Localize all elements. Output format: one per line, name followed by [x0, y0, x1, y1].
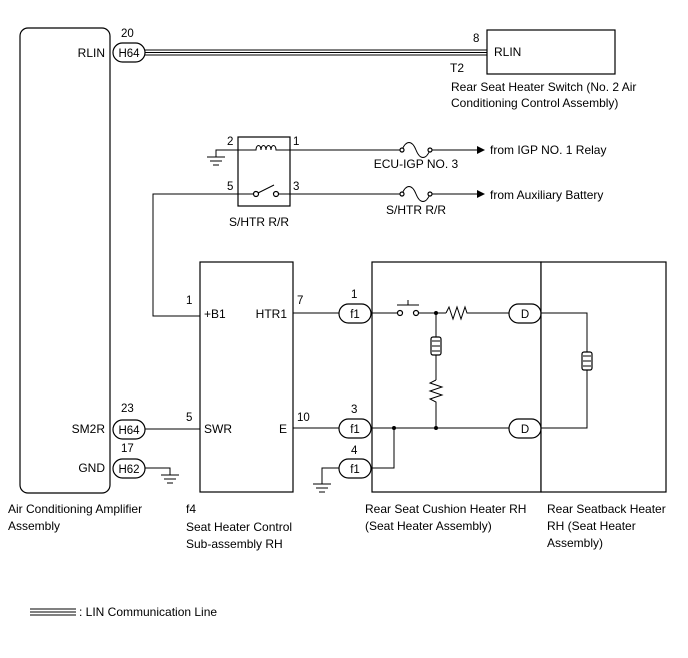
ctrl-pin-htr1: HTR1 — [256, 307, 288, 321]
connector-h62-gnd-text: H62 — [118, 464, 139, 476]
seatback-heater-box — [540, 261, 667, 493]
f1-ground — [313, 467, 339, 493]
pin-number-amp-sm2r: 23 — [121, 403, 134, 415]
pin-number-relay-1: 1 — [293, 136, 299, 148]
connector-f1-pin3-text: f1 — [350, 424, 360, 436]
cushion-label-line2: (Seat Heater Assembly) — [365, 519, 492, 533]
pin-number-ctrl-e: 10 — [297, 412, 310, 424]
legend-lin-label: : LIN Communication Line — [79, 605, 217, 619]
connector-h64-sm2r: H64 — [112, 419, 146, 440]
seatback-label-line1: Rear Seatback Heater — [547, 502, 666, 516]
connector-f1-pin3: f1 — [338, 418, 372, 439]
pin-number-f1-1: 1 — [351, 289, 357, 301]
connector-d-top: D — [508, 303, 542, 324]
switch-label-line1: Rear Seat Heater Switch (No. 2 Air — [451, 80, 636, 94]
connector-h64-sm2r-text: H64 — [118, 425, 140, 437]
ctrl-pin-swr: SWR — [204, 422, 232, 436]
pin-number-ctrl-b1: 1 — [186, 295, 192, 307]
amp-ground — [145, 467, 179, 484]
relay-name: S/HTR R/R — [229, 215, 289, 229]
source-aux-battery: from Auxiliary Battery — [490, 188, 603, 202]
connector-f1-pin1: f1 — [338, 303, 372, 324]
relay-to-b1-wire — [152, 193, 238, 317]
pin-number-ctrl-htr1: 7 — [297, 295, 303, 307]
fuse-shtr-symbol — [401, 186, 431, 202]
igp-feed-wire: ECU-IGP NO. 3 from IGP NO. 1 Relay — [290, 142, 606, 171]
connector-h62-gnd: H62 — [112, 458, 146, 479]
seat-heater-control-subassembly: +B1 HTR1 SWR E 1 7 5 10 f4 Seat Heater C… — [186, 261, 310, 551]
cushion-heater-resistor-vertical — [428, 379, 444, 428]
lin-communication-line — [145, 49, 487, 56]
ac-amp-label-line1: Air Conditioning Amplifier — [8, 502, 142, 516]
connector-h64-rlin: H64 — [112, 42, 146, 63]
cushion-heater-resistor-top — [445, 305, 509, 321]
rear-seat-cushion-heater: D D Rear Seat Cushion Heater RH (Seat He… — [365, 261, 542, 533]
cushion-heater-box — [371, 261, 542, 493]
cushion-label-line1: Rear Seat Cushion Heater RH — [365, 502, 526, 516]
ac-amplifier-assembly: RLIN SM2R GND Air Conditioning Amplifier… — [8, 27, 142, 533]
ac-amp-pin-rlin: RLIN — [78, 46, 105, 60]
ctrl-label-line2: Sub-assembly RH — [186, 537, 283, 551]
pin-number-relay-3: 3 — [293, 181, 299, 193]
fuse-ecu-igp-label: ECU-IGP NO. 3 — [374, 157, 459, 171]
seatback-label-line3: Assembly) — [547, 536, 603, 550]
ac-amp-pin-sm2r: SM2R — [72, 422, 106, 436]
seat-heater-control-box — [199, 261, 294, 493]
pin-number-amp-gnd: 17 — [121, 443, 134, 455]
relay-coil — [238, 145, 290, 151]
source-igp-relay: from IGP NO. 1 Relay — [490, 143, 606, 157]
aux-feed-wire: S/HTR R/R from Auxiliary Battery — [290, 186, 603, 217]
rear-seat-heater-switch: RLIN 8 T2 Rear Seat Heater Switch (No. 2… — [450, 29, 636, 110]
legend-lin-symbol — [30, 608, 76, 616]
rear-seatback-heater: Rear Seatback Heater RH (Seat Heater Ass… — [540, 261, 667, 550]
connector-h64-rlin-text: H64 — [118, 48, 140, 60]
pin-number-f1-3: 3 — [351, 404, 357, 416]
shtr-relay-box — [237, 136, 291, 207]
switch-label-line2: Conditioning Control Assembly) — [451, 96, 618, 110]
ctrl-label-line1: Seat Heater Control — [186, 520, 292, 534]
ctrl-connector-code: f4 — [186, 502, 196, 516]
connector-d-top-text: D — [521, 309, 529, 321]
legend: : LIN Communication Line — [30, 605, 217, 619]
relay-contact-arm — [257, 184, 275, 194]
seatback-label-line2: RH (Seat Heater — [547, 519, 636, 533]
ac-amplifier-body — [19, 27, 111, 494]
shtr-relay: S/HTR R/R 2 1 5 3 — [227, 136, 299, 229]
rear-seat-heater-switch-box — [486, 29, 616, 75]
ac-amp-label-line2: Assembly — [8, 519, 60, 533]
ctrl-pin-b1: +B1 — [204, 307, 226, 321]
relay-ground — [207, 149, 238, 166]
pin-number-relay-2: 2 — [227, 136, 233, 148]
pin-number-switch-rlin: 8 — [473, 33, 479, 45]
pin-number-f1-4: 4 — [351, 445, 358, 457]
connector-d-bottom-text: D — [521, 424, 529, 436]
connector-f1-pin4: f1 — [338, 458, 372, 479]
pin-number-amp-rlin: 20 — [121, 28, 134, 40]
connector-f1-pin1-text: f1 — [350, 309, 360, 321]
pin-number-ctrl-swr: 5 — [186, 412, 192, 424]
connector-d-bottom: D — [508, 418, 542, 439]
connector-f1-pin4-text: f1 — [350, 464, 360, 476]
ctrl-pin-e: E — [279, 422, 287, 436]
ac-amp-pin-gnd: GND — [78, 461, 105, 475]
fuse-shtr-label: S/HTR R/R — [386, 203, 446, 217]
switch-connector-code: T2 — [450, 61, 464, 75]
pin-number-relay-5: 5 — [227, 181, 233, 193]
switch-pin-rlin: RLIN — [494, 45, 521, 59]
fuse-ecu-igp-symbol — [401, 142, 431, 158]
